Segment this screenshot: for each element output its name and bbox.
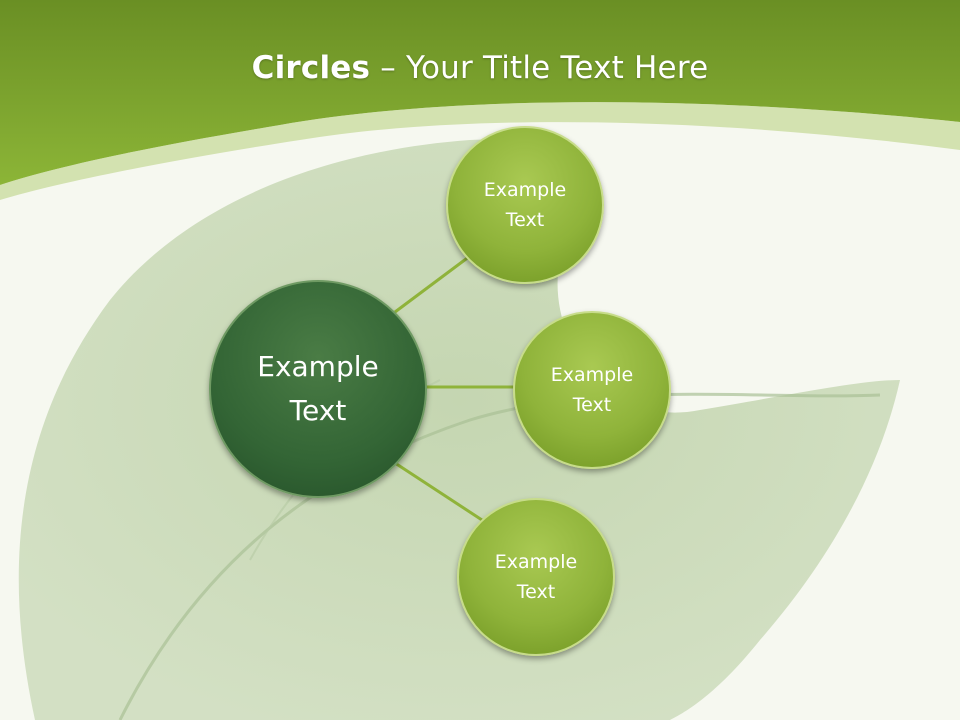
- slide-title: Circles – Your Title Text Here: [0, 50, 960, 86]
- header-band: [0, 0, 960, 185]
- leaf-background: [18, 139, 900, 720]
- center-circle-line2: Text: [289, 394, 347, 427]
- satellite-top-line2: Text: [505, 209, 545, 231]
- satellite-bottom-line2: Text: [516, 581, 556, 603]
- satellite-top-line1: Example: [483, 179, 567, 201]
- satellite-circle-bottom[interactable]: Example Text: [457, 498, 615, 656]
- satellite-middle-line2: Text: [572, 394, 612, 416]
- satellite-bottom-line1: Example: [494, 551, 578, 573]
- satellite-middle-line1: Example: [550, 364, 634, 386]
- satellite-circle-top[interactable]: Example Text: [446, 126, 604, 284]
- center-circle-line1: Example: [257, 350, 379, 383]
- satellite-circle-middle[interactable]: Example Text: [513, 311, 671, 469]
- center-circle[interactable]: Example Text: [209, 280, 427, 498]
- title-rest: – Your Title Text Here: [370, 50, 709, 86]
- title-bold: Circles: [251, 50, 371, 86]
